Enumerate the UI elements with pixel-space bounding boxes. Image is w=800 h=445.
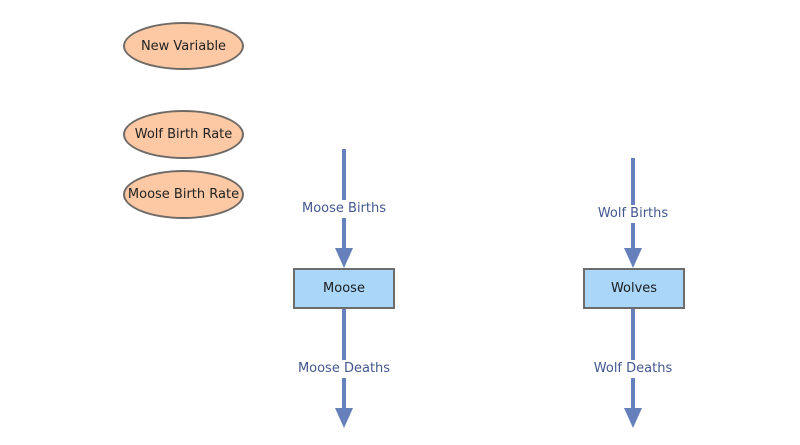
arrowhead-wolf-births [624,248,642,268]
variable-label: New Variable [140,38,227,54]
variable-moose-birth-rate[interactable]: Moose Birth Rate [123,170,244,219]
stock-wolves[interactable]: Wolves [583,268,685,309]
flow-label-wolf-births[interactable]: Wolf Births [595,205,671,223]
stock-label: Wolves [610,281,658,296]
arrowhead-moose-births [335,248,353,268]
flow-label-moose-births[interactable]: Moose Births [299,200,389,218]
arrowhead-wolf-deaths [624,408,642,428]
variable-new-variable[interactable]: New Variable [123,22,244,70]
variable-wolf-birth-rate[interactable]: Wolf Birth Rate [123,110,244,159]
flow-label-moose-deaths[interactable]: Moose Deaths [295,360,393,378]
stock-moose[interactable]: Moose [293,268,395,309]
variable-label: Wolf Birth Rate [134,127,233,142]
flow-label-wolf-deaths[interactable]: Wolf Deaths [591,360,675,378]
stock-label: Moose [323,281,365,296]
variable-label: Moose Birth Rate [127,187,240,202]
arrowhead-moose-deaths [335,408,353,428]
